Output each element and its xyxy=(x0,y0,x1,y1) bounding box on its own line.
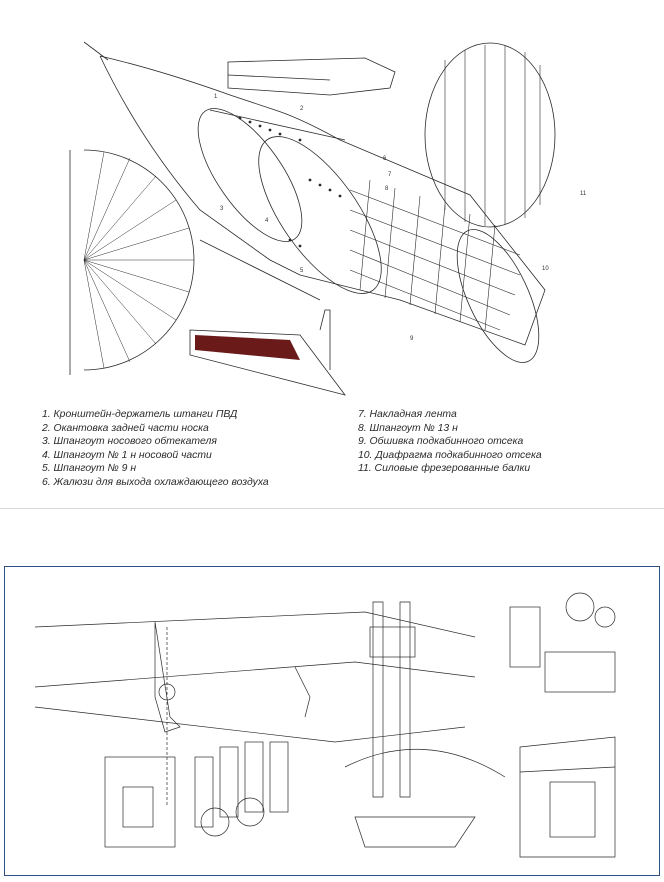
legend-item: 11. Силовые фрезерованные балки xyxy=(358,463,531,475)
landing-gear-drawing xyxy=(34,592,616,858)
nose-cone-upper-edge xyxy=(99,55,341,141)
legend-item: 1. Кронштейн-держатель штанги ПВД xyxy=(42,409,238,420)
svg-text:9: 9 xyxy=(410,336,414,342)
svg-text:1: 1 xyxy=(214,94,218,100)
legend-item: 2. Окантовка задней части носка xyxy=(42,422,209,434)
forward-section-skin xyxy=(199,109,346,301)
legend-item: 6. Жалюзи для выхода охлаждающего воздух… xyxy=(42,476,269,488)
control-panel-detail xyxy=(104,756,176,848)
legend-item: 5. Шпангоут № 9 н xyxy=(42,463,137,475)
frame-13n-detail xyxy=(424,42,556,228)
rivet-rows xyxy=(238,116,342,248)
frame-scheme-rays xyxy=(83,151,194,369)
legend-left-column: 1. Кронштейн-держатель штанги ПВД 2. Ока… xyxy=(42,408,342,490)
main-strut-view xyxy=(372,601,384,798)
fuselage-upper-line xyxy=(34,611,476,638)
svg-text:2: 2 xyxy=(300,106,304,112)
legend-right-column: 7. Накладная лента 8. Шпангоут № 13 н 9.… xyxy=(358,408,638,476)
legend-item: 4. Шпангоут № 1 н носовой части xyxy=(42,449,212,461)
detail-b-view xyxy=(509,592,616,693)
frame-ring-1 xyxy=(197,108,303,242)
nose-section-figure: 1 2 3 4 5 6 7 8 9 10 11 1. Кронштейн-дер… xyxy=(0,41,664,509)
svg-text:11: 11 xyxy=(580,191,587,197)
svg-text:8: 8 xyxy=(385,186,389,192)
svg-text:5: 5 xyxy=(300,268,304,274)
lattice-structure xyxy=(349,179,521,331)
svg-text:6: 6 xyxy=(383,156,387,162)
gear-door-detail xyxy=(294,666,311,718)
rear-diaphragm xyxy=(456,229,540,363)
legend-item: 8. Шпангоут № 13 н xyxy=(358,422,458,434)
nose-gear-strut xyxy=(154,621,181,733)
legend-item: 10. Диафрагма подкабинного отсека xyxy=(358,449,542,461)
nose-section-drawing: 1 2 3 4 5 6 7 8 9 10 11 xyxy=(69,41,587,396)
svg-text:7: 7 xyxy=(388,172,392,178)
nose-cone-lower-edge xyxy=(99,55,301,276)
fuselage-mid-line xyxy=(34,661,476,688)
legend-item: 3. Шпангоут носового обтекателя xyxy=(42,436,217,448)
svg-text:3: 3 xyxy=(220,206,224,212)
landing-gear-figure xyxy=(4,566,660,876)
section-aa-detail xyxy=(189,329,347,396)
section-view-right xyxy=(519,736,616,858)
underfloor-section-outline xyxy=(299,139,546,346)
fuselage-lower-line xyxy=(34,706,466,743)
wheel-assembly-detail xyxy=(194,741,289,837)
legend-item: 7. Накладная лента xyxy=(358,409,457,420)
callout-numbers: 1 2 3 4 5 6 7 8 9 10 11 xyxy=(214,94,587,342)
svg-text:4: 4 xyxy=(265,218,269,224)
pitot-bracket-detail xyxy=(227,57,396,96)
svg-text:10: 10 xyxy=(542,266,549,272)
legend-item: 9. Обшивка подкабинного отсека xyxy=(358,436,524,448)
frame-ring-2 xyxy=(258,136,382,294)
hydraulic-line xyxy=(344,748,506,778)
